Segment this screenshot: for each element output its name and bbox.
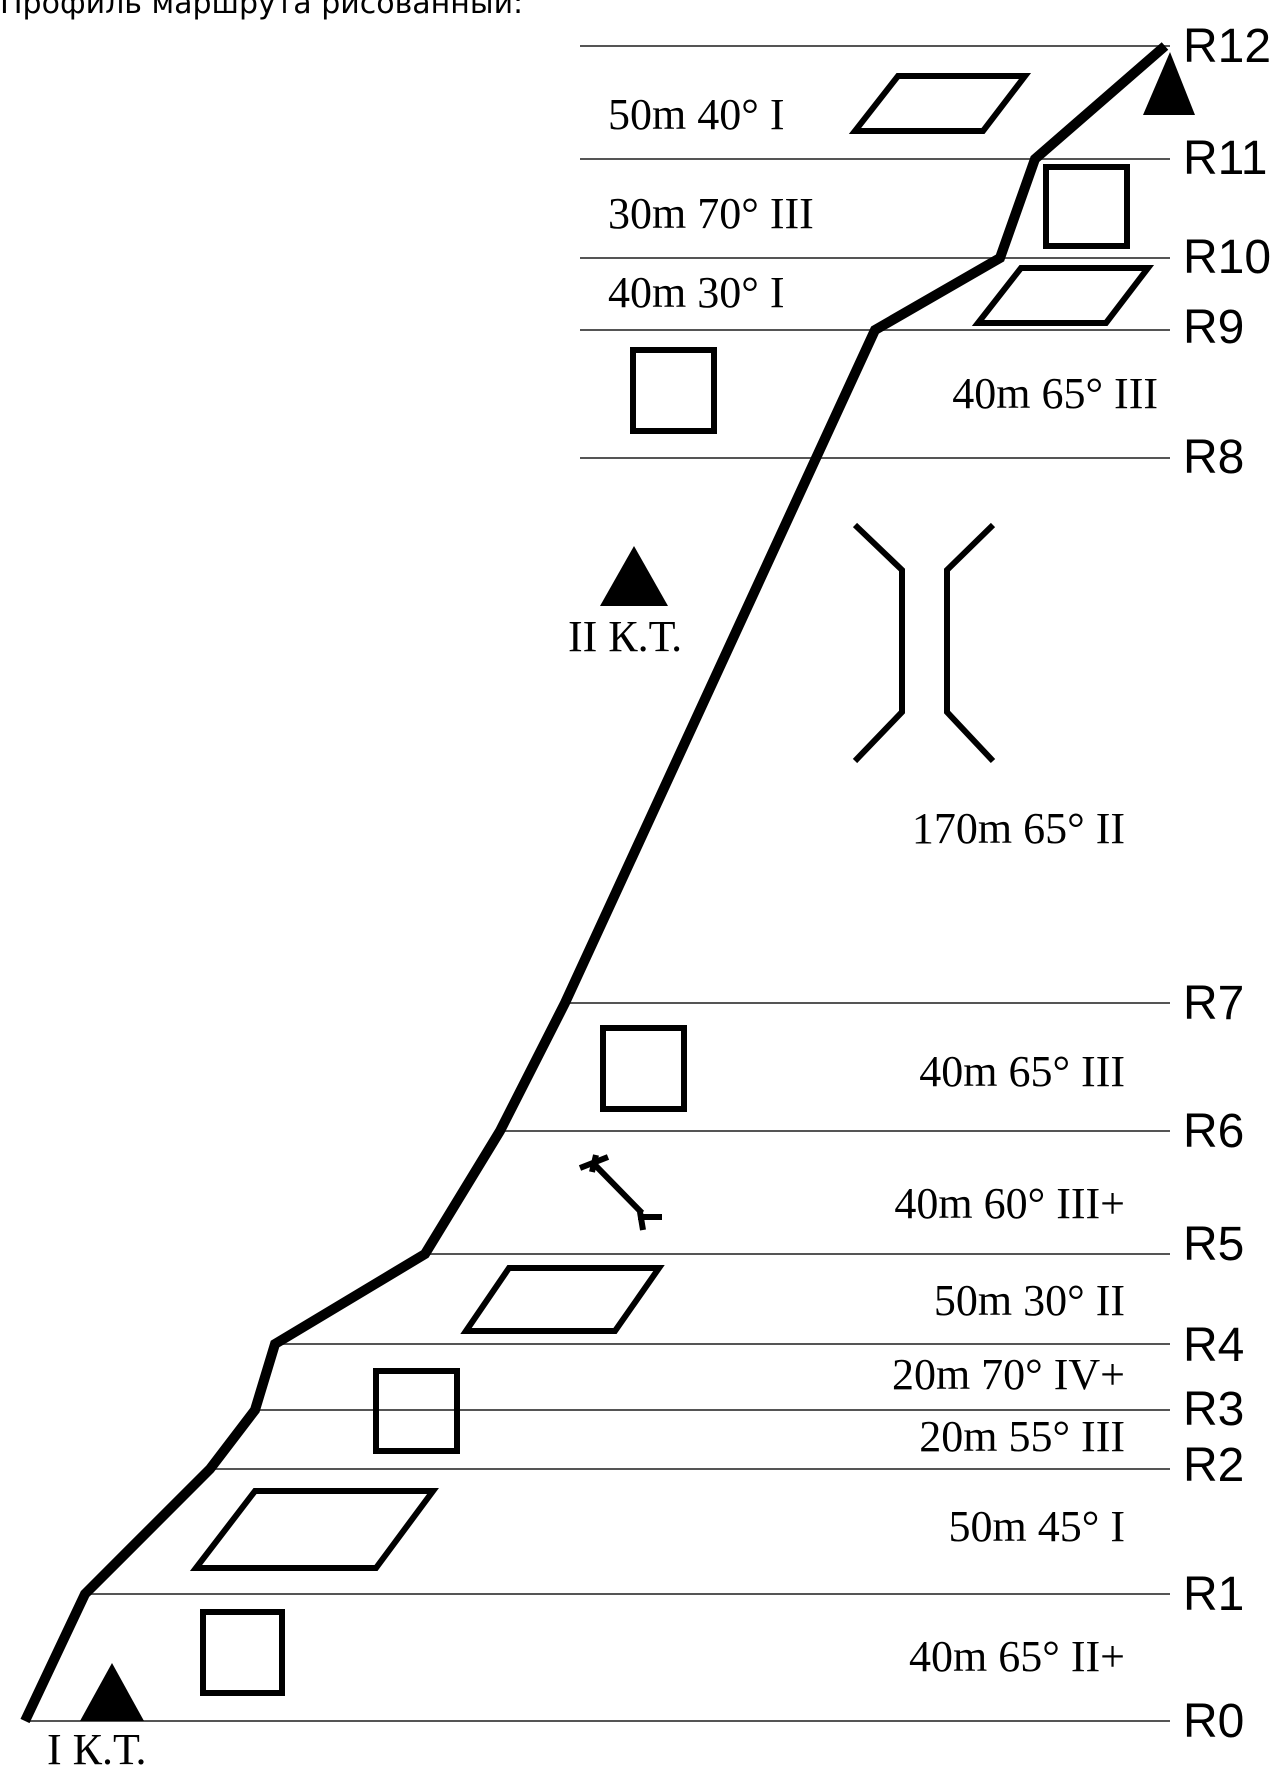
station-label-r2: R2 <box>1183 1439 1244 1492</box>
pitch-label-r11-r12: 50m 40° I <box>608 90 784 139</box>
square-symbol-r3-r4 <box>373 1368 460 1454</box>
station-label-r7: R7 <box>1183 977 1244 1030</box>
pitch-labels: 40m 65° II+ 50m 45° I 20m 55° III 20m 70… <box>608 90 1158 1681</box>
station-label-r8: R8 <box>1183 431 1244 484</box>
station-label-r10: R10 <box>1183 231 1271 284</box>
terrain-symbols <box>189 73 1155 1696</box>
station-label-r9: R9 <box>1183 301 1244 354</box>
pitch-label-r2-r3: 20m 55° III <box>919 1412 1125 1461</box>
station-label-r1: R1 <box>1183 1568 1244 1621</box>
pitch-label-r7-r8: 170m 65° II <box>912 804 1125 853</box>
control-point-2-label: II К.Т. <box>568 612 682 661</box>
square-symbol-r6-r7 <box>600 1025 687 1112</box>
chimney-symbol-r7-r8 <box>852 522 996 764</box>
station-labels: R0 R1 R2 R3 R4 R5 R6 R7 R8 R9 R10 R11 R1… <box>1183 20 1271 1748</box>
markers: I К.Т. II К.Т. <box>47 52 1195 1768</box>
parallelogram-symbol-r4-r5 <box>460 1265 665 1334</box>
station-label-r4: R4 <box>1183 1319 1244 1372</box>
station-label-r6: R6 <box>1183 1105 1244 1158</box>
square-symbol-r8-r9 <box>630 347 717 434</box>
pitch-label-r8-r9: 40m 65° III <box>952 369 1158 418</box>
station-label-r11: R11 <box>1183 132 1268 185</box>
control-point-1-triangle-icon <box>80 1663 144 1721</box>
summit-triangle-icon <box>1143 52 1195 115</box>
crack-symbol-r5-r6 <box>578 1154 662 1231</box>
pitch-label-r1-r2: 50m 45° I <box>949 1502 1125 1551</box>
station-label-r5: R5 <box>1183 1218 1244 1271</box>
pitch-label-r9-r10: 40m 30° I <box>608 268 784 317</box>
pitch-label-r10-r11: 30m 70° III <box>608 189 814 238</box>
parallelogram-symbol-r9-r10 <box>971 265 1155 326</box>
pitch-label-r0-r1: 40m 65° II+ <box>909 1632 1125 1681</box>
station-label-r0: R0 <box>1183 1695 1244 1748</box>
pitch-label-r5-r6: 40m 60° III+ <box>894 1179 1125 1228</box>
control-point-1-label: I К.Т. <box>47 1725 146 1768</box>
pitch-label-r3-r4: 20m 70° IV+ <box>892 1350 1125 1399</box>
page-header: Профиль маршрута рисованный: <box>0 0 524 21</box>
parallelogram-symbol-r11-r12 <box>848 73 1032 134</box>
parallelogram-symbol-r1-r2 <box>189 1488 439 1571</box>
station-label-r12: R12 <box>1183 20 1271 73</box>
square-symbol-r0-r1 <box>200 1609 285 1696</box>
pitch-label-r6-r7: 40m 65° III <box>919 1047 1125 1096</box>
pitch-label-r4-r5: 50m 30° II <box>934 1276 1125 1325</box>
route-line <box>20 42 1169 1724</box>
square-symbol-r10-r11 <box>1043 164 1130 249</box>
station-label-r3: R3 <box>1183 1383 1244 1436</box>
control-point-2-triangle-icon <box>600 546 668 606</box>
